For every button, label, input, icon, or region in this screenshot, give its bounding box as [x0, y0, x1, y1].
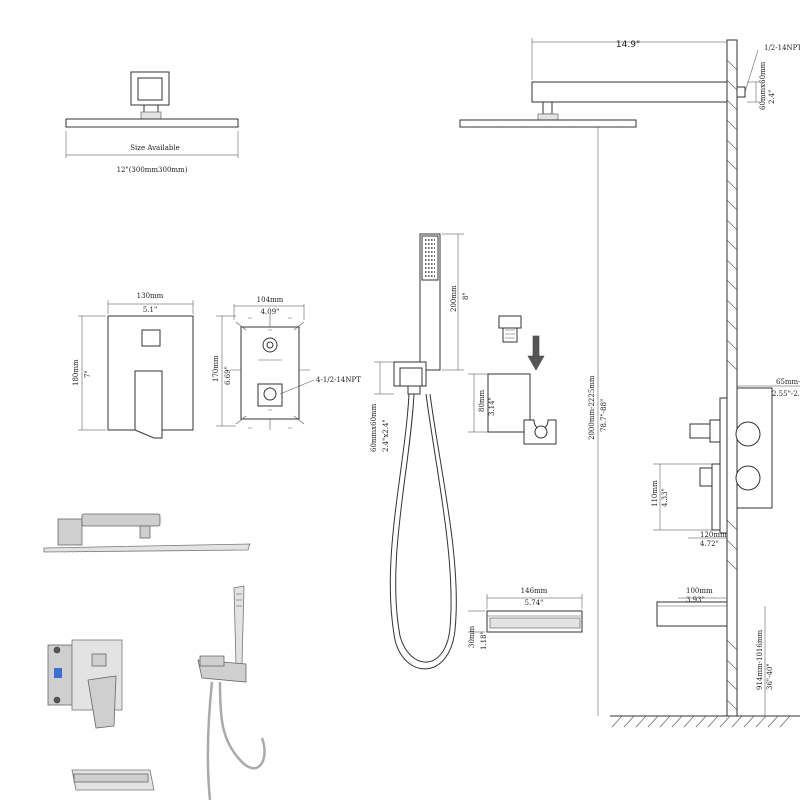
shower-arm — [459, 38, 760, 128]
rendered-shower-head-arm — [43, 513, 251, 553]
valve-height-in: 6.69" — [224, 366, 232, 385]
tub-spout-front — [468, 594, 583, 633]
spout-thickness-in: 1.18" — [480, 631, 488, 650]
handle-height-mm: 110mm — [651, 480, 659, 507]
handle-depth-mm: 120mm — [700, 531, 727, 539]
showerhead-top-view — [65, 71, 239, 158]
handle-depth-in: 4.72" — [700, 540, 719, 548]
valve-side-view — [653, 385, 800, 539]
total-height-mm: 2000mm-2225mm — [588, 375, 596, 440]
holder-height-in: 3.14" — [488, 397, 496, 416]
spout-length-mm: 100mm — [686, 587, 713, 595]
wall-elevation — [610, 39, 800, 728]
showerhead-width-label: 12"(300mm300mm) — [117, 166, 188, 174]
valve-width-in: 4.09" — [261, 308, 280, 316]
side-depth-in: 2.55"-2.95" — [772, 390, 800, 398]
handle-height-in: 4.33" — [661, 488, 669, 507]
handheld-length-mm: 200mm — [450, 285, 458, 312]
valve-height-mm: 170mm — [212, 355, 220, 382]
trim-width-mm: 130mm — [137, 292, 164, 300]
side-depth-mm: 65mm-75mm — [776, 378, 800, 386]
arm-length-label: 14.9" — [616, 40, 640, 50]
trim-plate-front — [78, 300, 194, 439]
trim-height-in: 7" — [84, 370, 92, 378]
holder-height-mm: 80mm — [478, 389, 486, 412]
rendered-valve-trim — [47, 639, 123, 729]
spout-side-view — [656, 597, 766, 716]
spout-width-mm: 146mm — [521, 587, 548, 595]
rendered-tub-spout — [71, 769, 155, 791]
handheld-length-in: 8" — [462, 292, 470, 300]
holder-size-in: 2.4"x2.4" — [382, 419, 390, 452]
arm-thread-label: 1/2-14NPT — [764, 44, 800, 52]
spout-thickness-mm: 30mm — [468, 625, 476, 648]
spout-width-in: 5.74" — [525, 599, 544, 607]
spout-length-in: 3.93" — [686, 596, 705, 604]
trim-height-mm: 180mm — [72, 359, 80, 386]
spout-height-mm: 914mm-1016mm — [756, 630, 764, 690]
valve-box-front — [216, 304, 315, 430]
holder-bracket — [468, 315, 557, 445]
valve-width-mm: 104mm — [257, 296, 284, 304]
trim-width-in: 5.1" — [143, 306, 157, 314]
size-available-label: Size Available — [130, 144, 180, 152]
arm-flange-in: 2.4" — [768, 90, 776, 104]
total-height-in: 78.7"-88" — [600, 399, 608, 432]
spout-height-in: 36"-40" — [766, 663, 774, 690]
valve-thread-label: 4-1/2-14NPT — [316, 376, 361, 384]
rendered-handheld-set — [197, 585, 266, 800]
arm-flange-mm: 60mmx60mm — [759, 61, 767, 110]
handheld-shower — [374, 233, 464, 670]
holder-size-mm: 60mmx60mm — [370, 403, 378, 452]
